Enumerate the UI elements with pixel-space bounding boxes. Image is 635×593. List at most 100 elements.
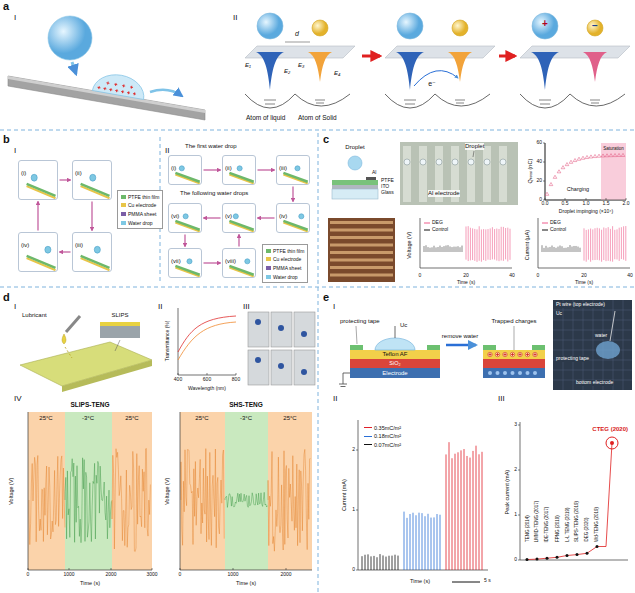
panel-divider bbox=[0, 130, 635, 131]
flow-line bbox=[65, 347, 72, 358]
charge-symbol bbox=[133, 93, 136, 95]
text-label: PTFE bbox=[381, 178, 394, 184]
legend-label: PTFE thin film bbox=[128, 194, 159, 200]
legend-swatch bbox=[266, 266, 271, 270]
text-label: 1 bbox=[352, 507, 355, 513]
data-point bbox=[546, 557, 549, 560]
text-label: 1.5 bbox=[603, 201, 610, 207]
wire bbox=[343, 373, 350, 374]
text-label: Current (μA) bbox=[524, 230, 530, 260]
voltage-trace bbox=[112, 449, 150, 552]
process-step: (i) bbox=[168, 155, 202, 185]
water-drop bbox=[179, 166, 184, 171]
text-label: I bbox=[14, 146, 16, 155]
flow-arrow bbox=[37, 202, 38, 231]
flow-arrow bbox=[60, 179, 71, 180]
data-point bbox=[526, 558, 529, 561]
legend-swatch bbox=[121, 221, 126, 225]
text-label: b bbox=[3, 133, 10, 146]
protecting-tape bbox=[483, 345, 496, 350]
energy-level bbox=[316, 103, 324, 104]
signal-spike bbox=[468, 226, 469, 261]
text-label: 1000 bbox=[227, 572, 238, 578]
current-bar bbox=[365, 555, 366, 570]
signal-spike bbox=[574, 246, 575, 252]
liquid-orbital bbox=[256, 52, 284, 90]
signal-spike bbox=[456, 247, 457, 252]
energy-level bbox=[590, 100, 600, 101]
text-label: E₄ bbox=[334, 70, 340, 77]
step-label: (iii) bbox=[277, 164, 289, 173]
legend-label: 0.18mC/m² bbox=[374, 433, 401, 439]
water-drop bbox=[187, 259, 192, 264]
text-label: 800 bbox=[232, 377, 240, 383]
legend-swatch bbox=[364, 427, 372, 428]
liquid-atom bbox=[257, 13, 283, 39]
text-label: Atom of Solid bbox=[298, 114, 337, 121]
electrode-plate bbox=[175, 222, 199, 231]
ptfe-film bbox=[229, 221, 253, 230]
legend-item: PTFE thin film bbox=[266, 246, 304, 255]
data-marker bbox=[553, 175, 557, 178]
signal-spike bbox=[442, 247, 443, 252]
photo-frame bbox=[294, 350, 315, 385]
current-bar bbox=[446, 454, 447, 570]
photo-frame bbox=[294, 312, 315, 347]
charge-symbol bbox=[115, 90, 118, 92]
text-label: Al electrode bbox=[428, 190, 460, 197]
signal-spike bbox=[572, 247, 573, 252]
text-label: Uc bbox=[400, 322, 407, 329]
data-marker bbox=[565, 163, 569, 166]
data-marker bbox=[569, 160, 573, 163]
signal-spike bbox=[444, 246, 445, 252]
text-label: SiO₂ bbox=[389, 360, 400, 366]
axis-tick bbox=[152, 568, 153, 570]
axis-tick bbox=[356, 570, 358, 571]
current-bar bbox=[413, 513, 414, 570]
ptfe-film bbox=[175, 221, 199, 230]
water-drop bbox=[299, 214, 304, 219]
lubricant-layer bbox=[100, 322, 140, 326]
charge-symbol bbox=[107, 82, 109, 85]
text-label: 20 bbox=[536, 178, 542, 184]
liquid-orbital bbox=[531, 52, 559, 90]
data-marker bbox=[593, 154, 597, 157]
data-point bbox=[586, 552, 589, 555]
legend-label: Water drop bbox=[273, 274, 298, 280]
water-drop bbox=[596, 341, 620, 359]
electrode-stripe bbox=[330, 229, 393, 232]
temperature-band bbox=[268, 412, 312, 570]
text-label: 20 bbox=[463, 273, 469, 279]
current-bar bbox=[392, 556, 393, 570]
droplet-body bbox=[92, 71, 147, 100]
legend-label: Cu electrode bbox=[128, 202, 156, 208]
current-bar bbox=[386, 557, 387, 570]
current-bar bbox=[437, 514, 438, 570]
current-bar bbox=[458, 452, 459, 570]
legend-item: 0.07mC/m² bbox=[364, 440, 401, 449]
charge-symbol bbox=[109, 89, 112, 91]
legend-label: PMMA sheet bbox=[128, 211, 156, 217]
electrode-stripe bbox=[330, 274, 393, 277]
water-drop bbox=[233, 214, 238, 219]
potential-well bbox=[520, 94, 625, 108]
signal-spike bbox=[619, 228, 620, 261]
current-bar bbox=[452, 458, 453, 570]
droplet bbox=[301, 369, 307, 375]
text-label: Control bbox=[432, 227, 448, 233]
legend-label: PTFE thin film bbox=[273, 248, 304, 254]
chart-axis bbox=[358, 420, 488, 570]
induced-charge bbox=[533, 371, 537, 375]
spectrum-curve bbox=[178, 322, 236, 360]
text-label: e⁻ bbox=[428, 80, 436, 88]
text-label: 40 bbox=[627, 273, 633, 279]
legend-swatch bbox=[364, 444, 372, 445]
electrode-stripe bbox=[330, 266, 393, 269]
text-label: SHS-TENG bbox=[229, 401, 263, 408]
signal-spike bbox=[474, 229, 475, 261]
current-bar bbox=[377, 557, 378, 570]
teflon-layer bbox=[350, 350, 440, 359]
chart-axis bbox=[420, 218, 512, 268]
